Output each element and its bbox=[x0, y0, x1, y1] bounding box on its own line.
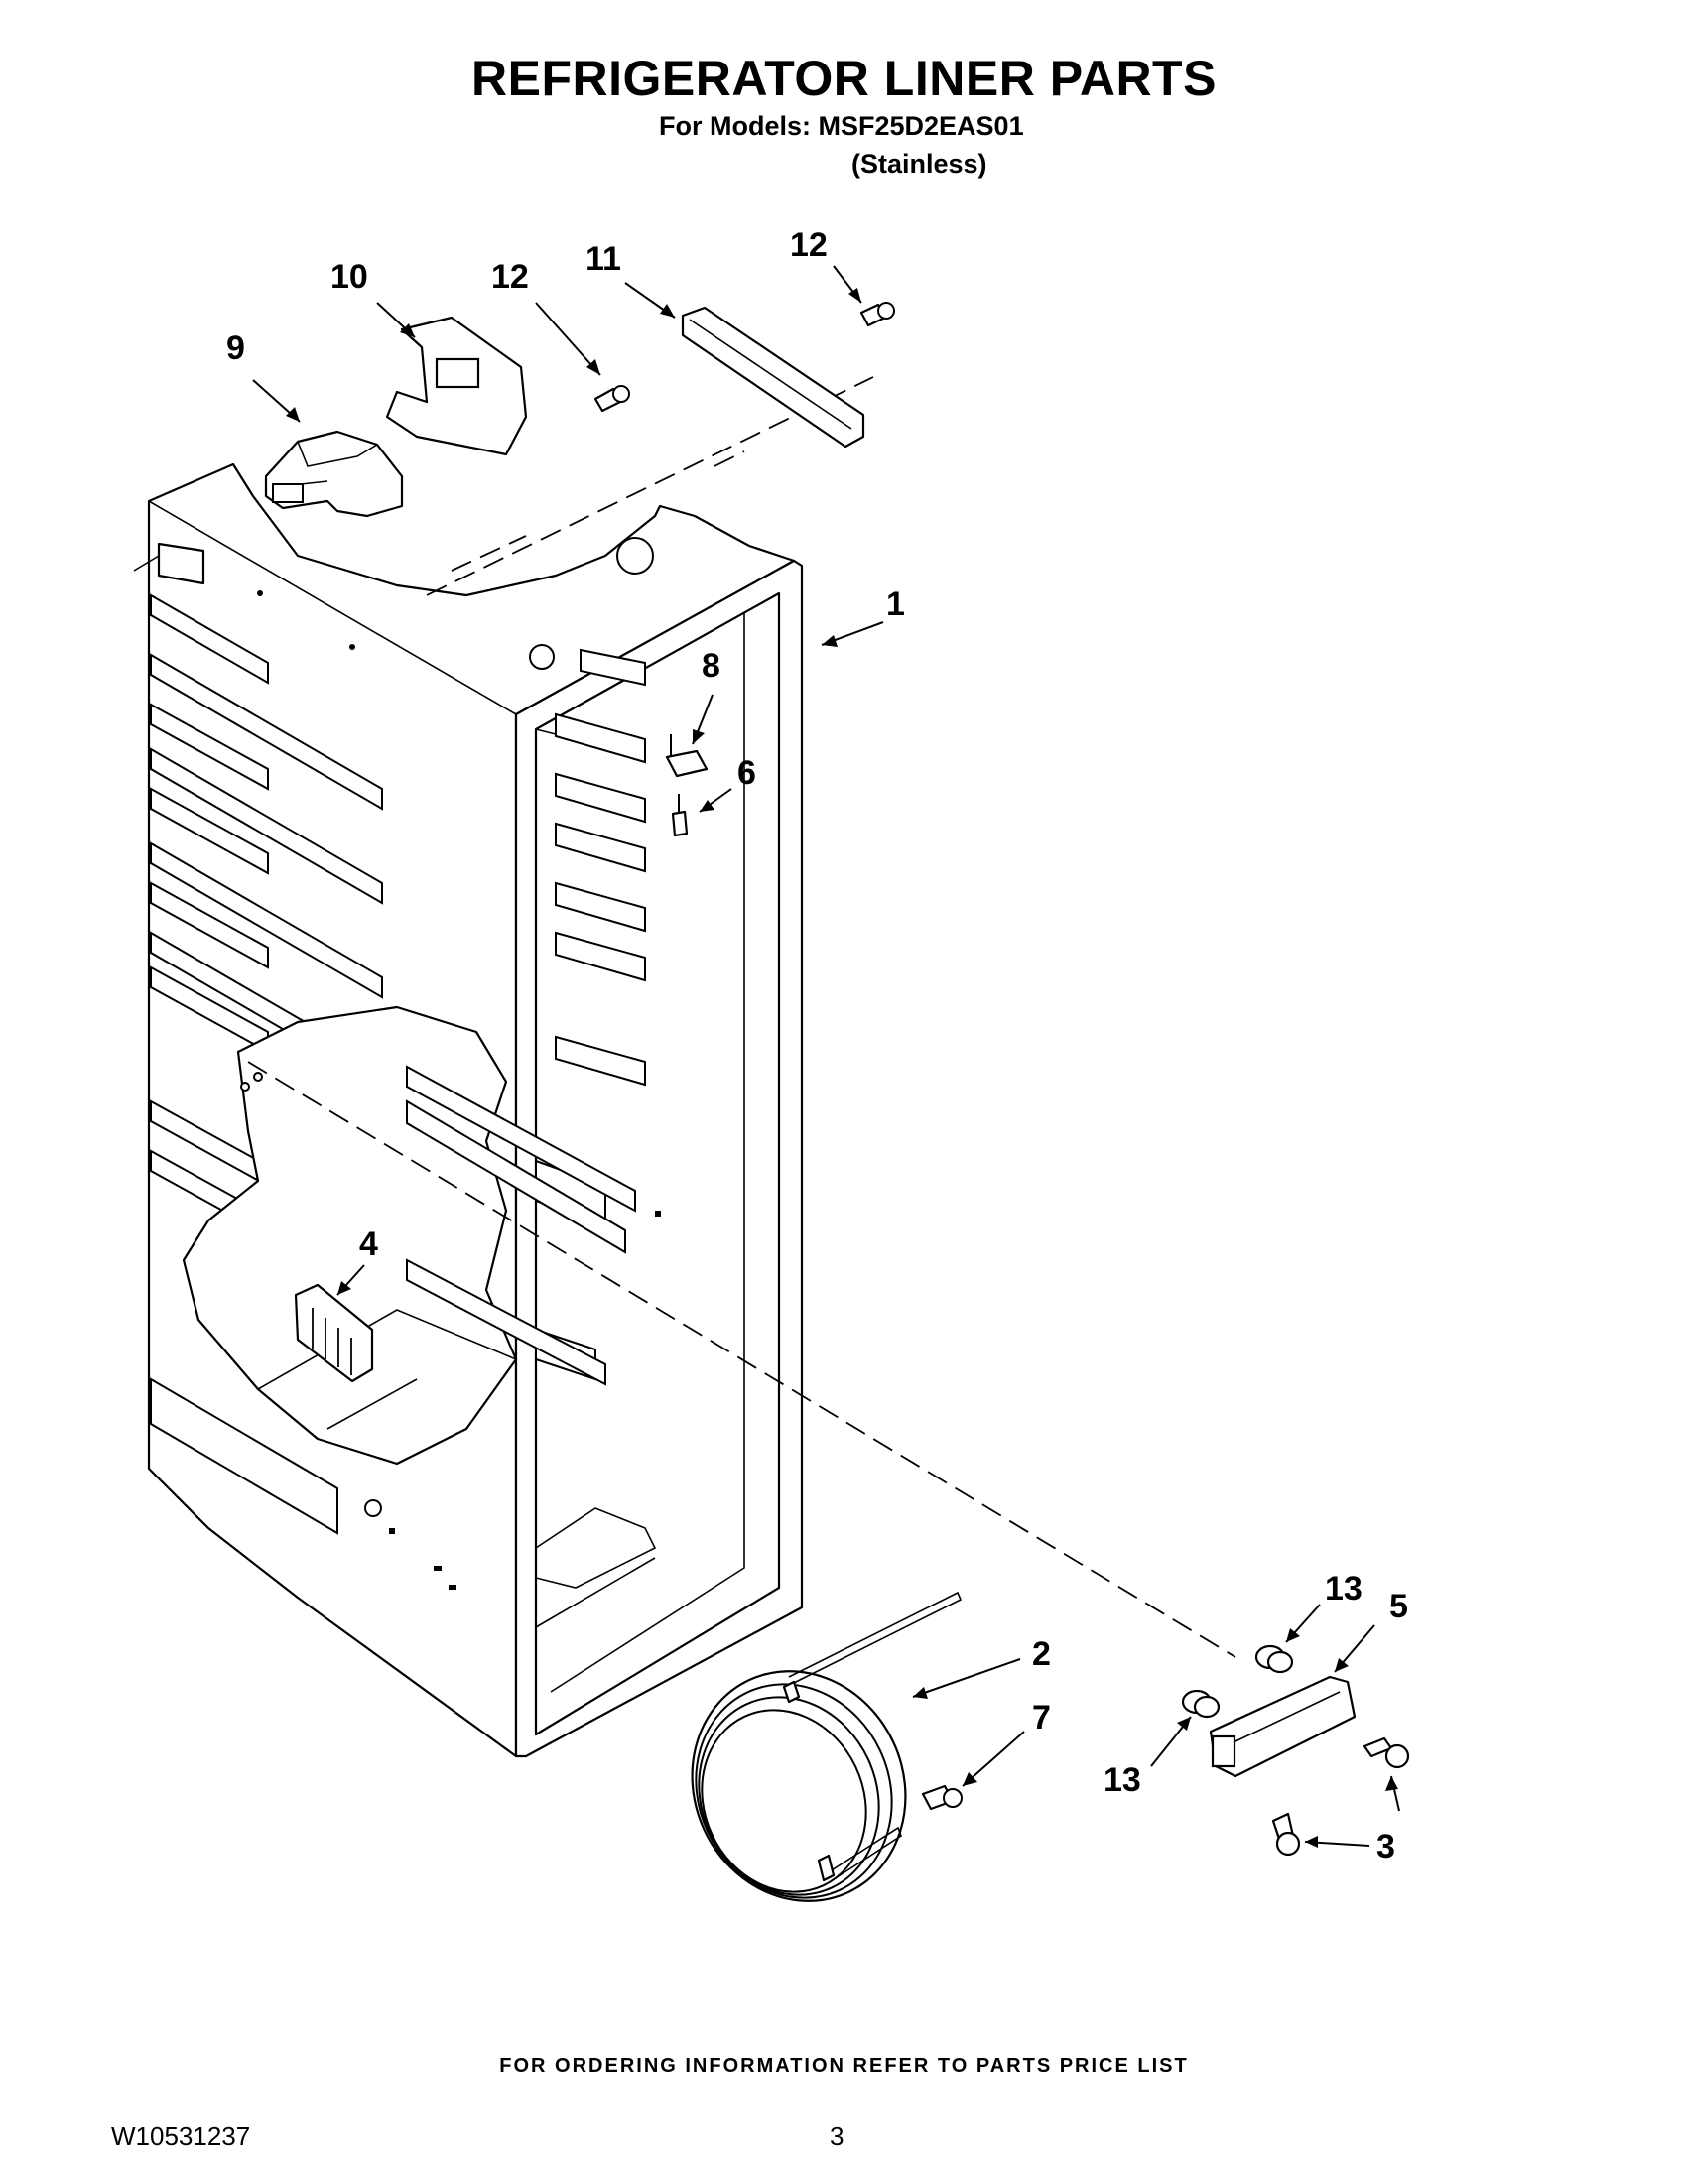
part-13-grommet-b bbox=[1181, 1689, 1221, 1719]
callout-2: 2 bbox=[1032, 1635, 1051, 1673]
part-12-screw-a bbox=[593, 385, 630, 413]
callout-5: 5 bbox=[1389, 1588, 1408, 1625]
part-4-vent bbox=[294, 1283, 374, 1383]
callout-12b: 12 bbox=[790, 226, 828, 264]
callout-6: 6 bbox=[737, 754, 756, 792]
callout-labels: 10 12 11 12 9 1 8 6 4 13 5 2 7 13 3 bbox=[226, 226, 1408, 1865]
callout-13a: 13 bbox=[1325, 1570, 1363, 1607]
callout-11: 11 bbox=[585, 240, 621, 278]
page-title: REFRIGERATOR LINER PARTS bbox=[471, 51, 1217, 106]
document-number: W10531237 bbox=[111, 2121, 251, 2151]
ordering-note: FOR ORDERING INFORMATION REFER TO PARTS … bbox=[499, 2055, 1189, 2077]
callout-4: 4 bbox=[359, 1225, 378, 1263]
part-2-coil bbox=[691, 1591, 963, 1902]
models-line: For Models: MSF25D2EAS01 bbox=[659, 111, 1024, 141]
callout-8: 8 bbox=[702, 647, 720, 685]
part-3-pin-b bbox=[1271, 1812, 1301, 1857]
variant-line: (Stainless) bbox=[851, 149, 987, 179]
leader-arrows bbox=[252, 265, 1400, 1848]
callout-12a: 12 bbox=[491, 258, 529, 296]
part-11-strip bbox=[681, 306, 865, 449]
part-13-grommet-a bbox=[1254, 1644, 1294, 1674]
liner-cabinet bbox=[133, 462, 804, 1758]
part-7-screw bbox=[921, 1784, 963, 1811]
page-number: 3 bbox=[830, 2121, 844, 2151]
part-3-pin-a bbox=[1363, 1736, 1410, 1769]
callout-3: 3 bbox=[1376, 1828, 1395, 1865]
part-10-bracket bbox=[385, 316, 528, 456]
part-8-clip bbox=[665, 734, 709, 778]
callout-10: 10 bbox=[330, 258, 368, 296]
callout-1: 1 bbox=[886, 585, 905, 623]
callout-7: 7 bbox=[1032, 1699, 1051, 1736]
callout-9: 9 bbox=[226, 329, 245, 367]
part-6-screw bbox=[671, 794, 689, 837]
callout-13b: 13 bbox=[1104, 1761, 1141, 1799]
part-5-housing bbox=[1209, 1675, 1357, 1778]
part-12-screw-b bbox=[859, 302, 895, 327]
part-9-housing bbox=[264, 430, 404, 518]
